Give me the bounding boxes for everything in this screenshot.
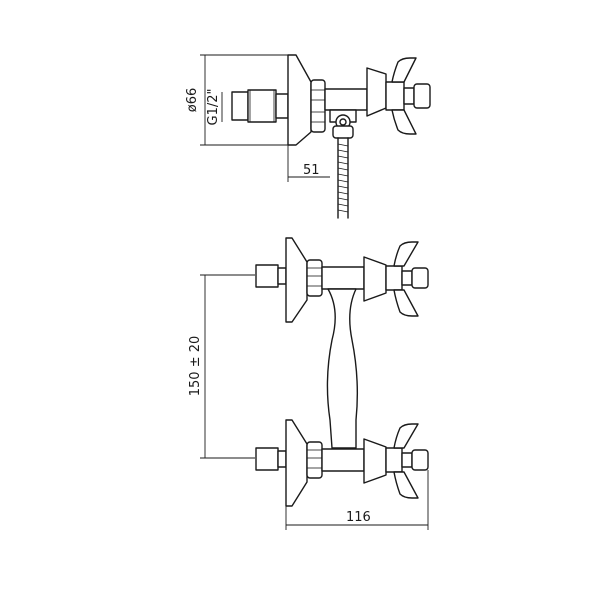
width-label: 116 bbox=[346, 510, 371, 525]
dimension-flange-diameter: ø66 bbox=[185, 54, 290, 146]
centers-label: 150 ± 20 bbox=[188, 336, 203, 397]
thread-label: G1/2" bbox=[206, 89, 221, 126]
dimension-thread: G1/2" bbox=[206, 89, 223, 126]
side-nut bbox=[310, 79, 326, 133]
side-cross-handle bbox=[385, 57, 431, 135]
front-upper-unit bbox=[255, 237, 429, 323]
side-body bbox=[324, 88, 368, 111]
front-connecting-bar bbox=[326, 288, 359, 449]
dimension-centers: 150 ± 20 bbox=[188, 274, 255, 459]
depth-label: 51 bbox=[303, 163, 320, 178]
dimension-depth: 51 bbox=[287, 135, 330, 182]
side-hose-outlet bbox=[329, 109, 357, 219]
flange-diameter-label: ø66 bbox=[185, 88, 200, 113]
side-flange bbox=[287, 54, 312, 146]
side-view: ø66 G1/2" bbox=[185, 54, 431, 219]
front-lower-unit bbox=[255, 419, 429, 507]
front-view: 150 ± 20 bbox=[188, 237, 429, 530]
dimension-width: 116 bbox=[285, 470, 429, 530]
side-inlet-pipe bbox=[231, 89, 289, 123]
side-bonnet bbox=[366, 67, 387, 117]
